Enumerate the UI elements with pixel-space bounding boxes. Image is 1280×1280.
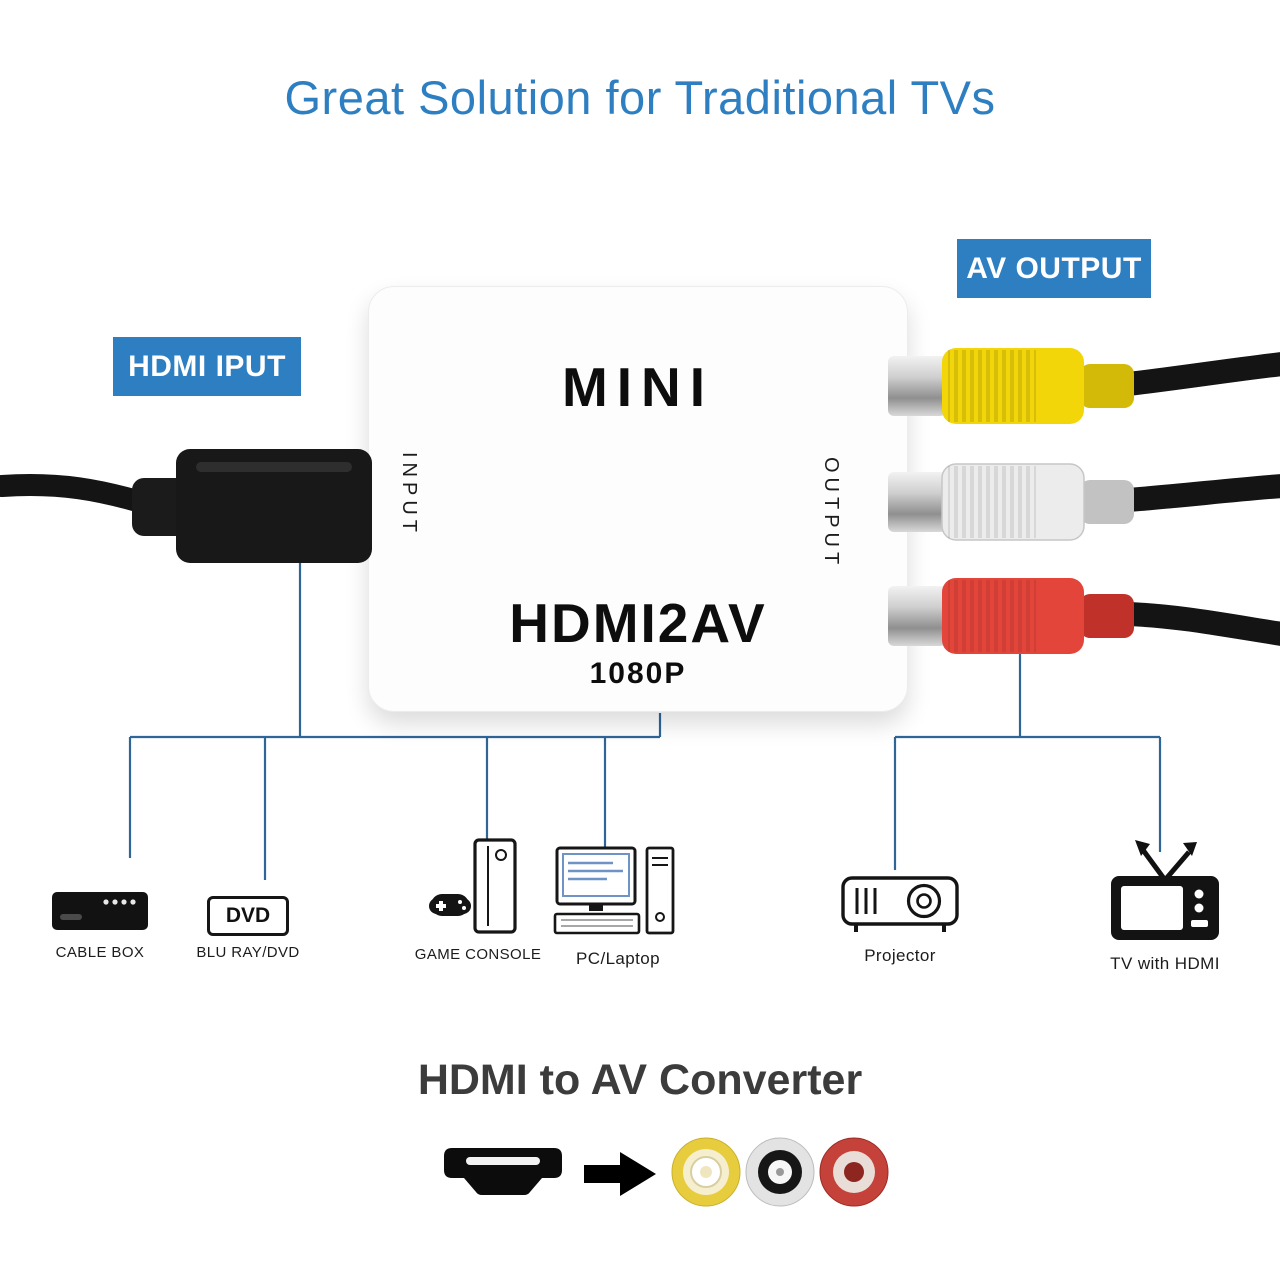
av-output-callout: AV OUTPUT (957, 239, 1151, 298)
device-label-projector: Projector (864, 946, 936, 965)
rca-plug-yellow-icon (888, 348, 1280, 424)
footer-rca-jacks (668, 1134, 898, 1215)
device-pc-laptop: PC/Laptop (543, 845, 693, 969)
device-label-pc-laptop: PC/Laptop (576, 949, 660, 968)
hdmi-strain-relief (132, 478, 188, 536)
device-label-cable-box: CABLE BOX (55, 944, 145, 961)
dvd-icon: DVD (206, 896, 290, 936)
device-tv: TV with HDMI (1103, 834, 1227, 974)
converter-model: HDMI2AV (509, 592, 767, 654)
converter-output-port-label: OUTPUT (820, 457, 842, 570)
rca-jack-yellow-icon (671, 1137, 741, 1207)
device-projector: Projector (838, 872, 962, 966)
rca-jack-white-icon (745, 1137, 815, 1207)
footer-hdmi-connector (438, 1136, 568, 1217)
device-label-blu-ray-dvd: BLU RAY/DVD (196, 944, 300, 961)
device-blu-ray-dvd: DVD BLU RAY/DVD (188, 896, 308, 961)
rca-jacks-front-icon (671, 1137, 889, 1207)
page-title: Great Solution for Traditional TVs (284, 71, 996, 124)
device-cable-box: CABLE BOX (40, 886, 160, 961)
arrow-right-icon (584, 1152, 656, 1196)
converter-resolution: 1080P (589, 657, 687, 690)
footer-caption: HDMI to AV Converter (417, 1056, 863, 1104)
projector-icon (841, 876, 959, 932)
converter-input-port-label: INPUT (398, 452, 420, 537)
hdmi-plug-highlight (196, 462, 352, 472)
rca-plug-white-icon (888, 463, 1280, 541)
footer-arrow (584, 1146, 660, 1207)
cable-box-icon (52, 892, 148, 930)
rca-jack-red-icon (819, 1137, 889, 1207)
device-game-console: GAME CONSOLE (408, 838, 548, 963)
hdmi-connector-icon (444, 1148, 562, 1195)
hdmi-cable-assembly (0, 449, 372, 563)
tv-icon (1111, 840, 1219, 940)
output-connection-lines (893, 648, 1162, 870)
hdmi-plug-icon (176, 449, 372, 563)
device-label-tv: TV with HDMI (1110, 954, 1220, 973)
input-connection-lines (128, 556, 662, 880)
converter-brand: MINI (561, 356, 715, 418)
device-label-game-console: GAME CONSOLE (414, 946, 542, 963)
game-console-icon (429, 838, 517, 934)
hdmi-input-callout: HDMI IPUT (113, 337, 301, 396)
rca-plug-red-icon (888, 578, 1280, 654)
pc-laptop-icon (553, 846, 675, 935)
hdmi-cable (0, 473, 159, 515)
converter-box: MINI INPUT OUTPUT HDMI2AV 1080P (368, 286, 908, 712)
